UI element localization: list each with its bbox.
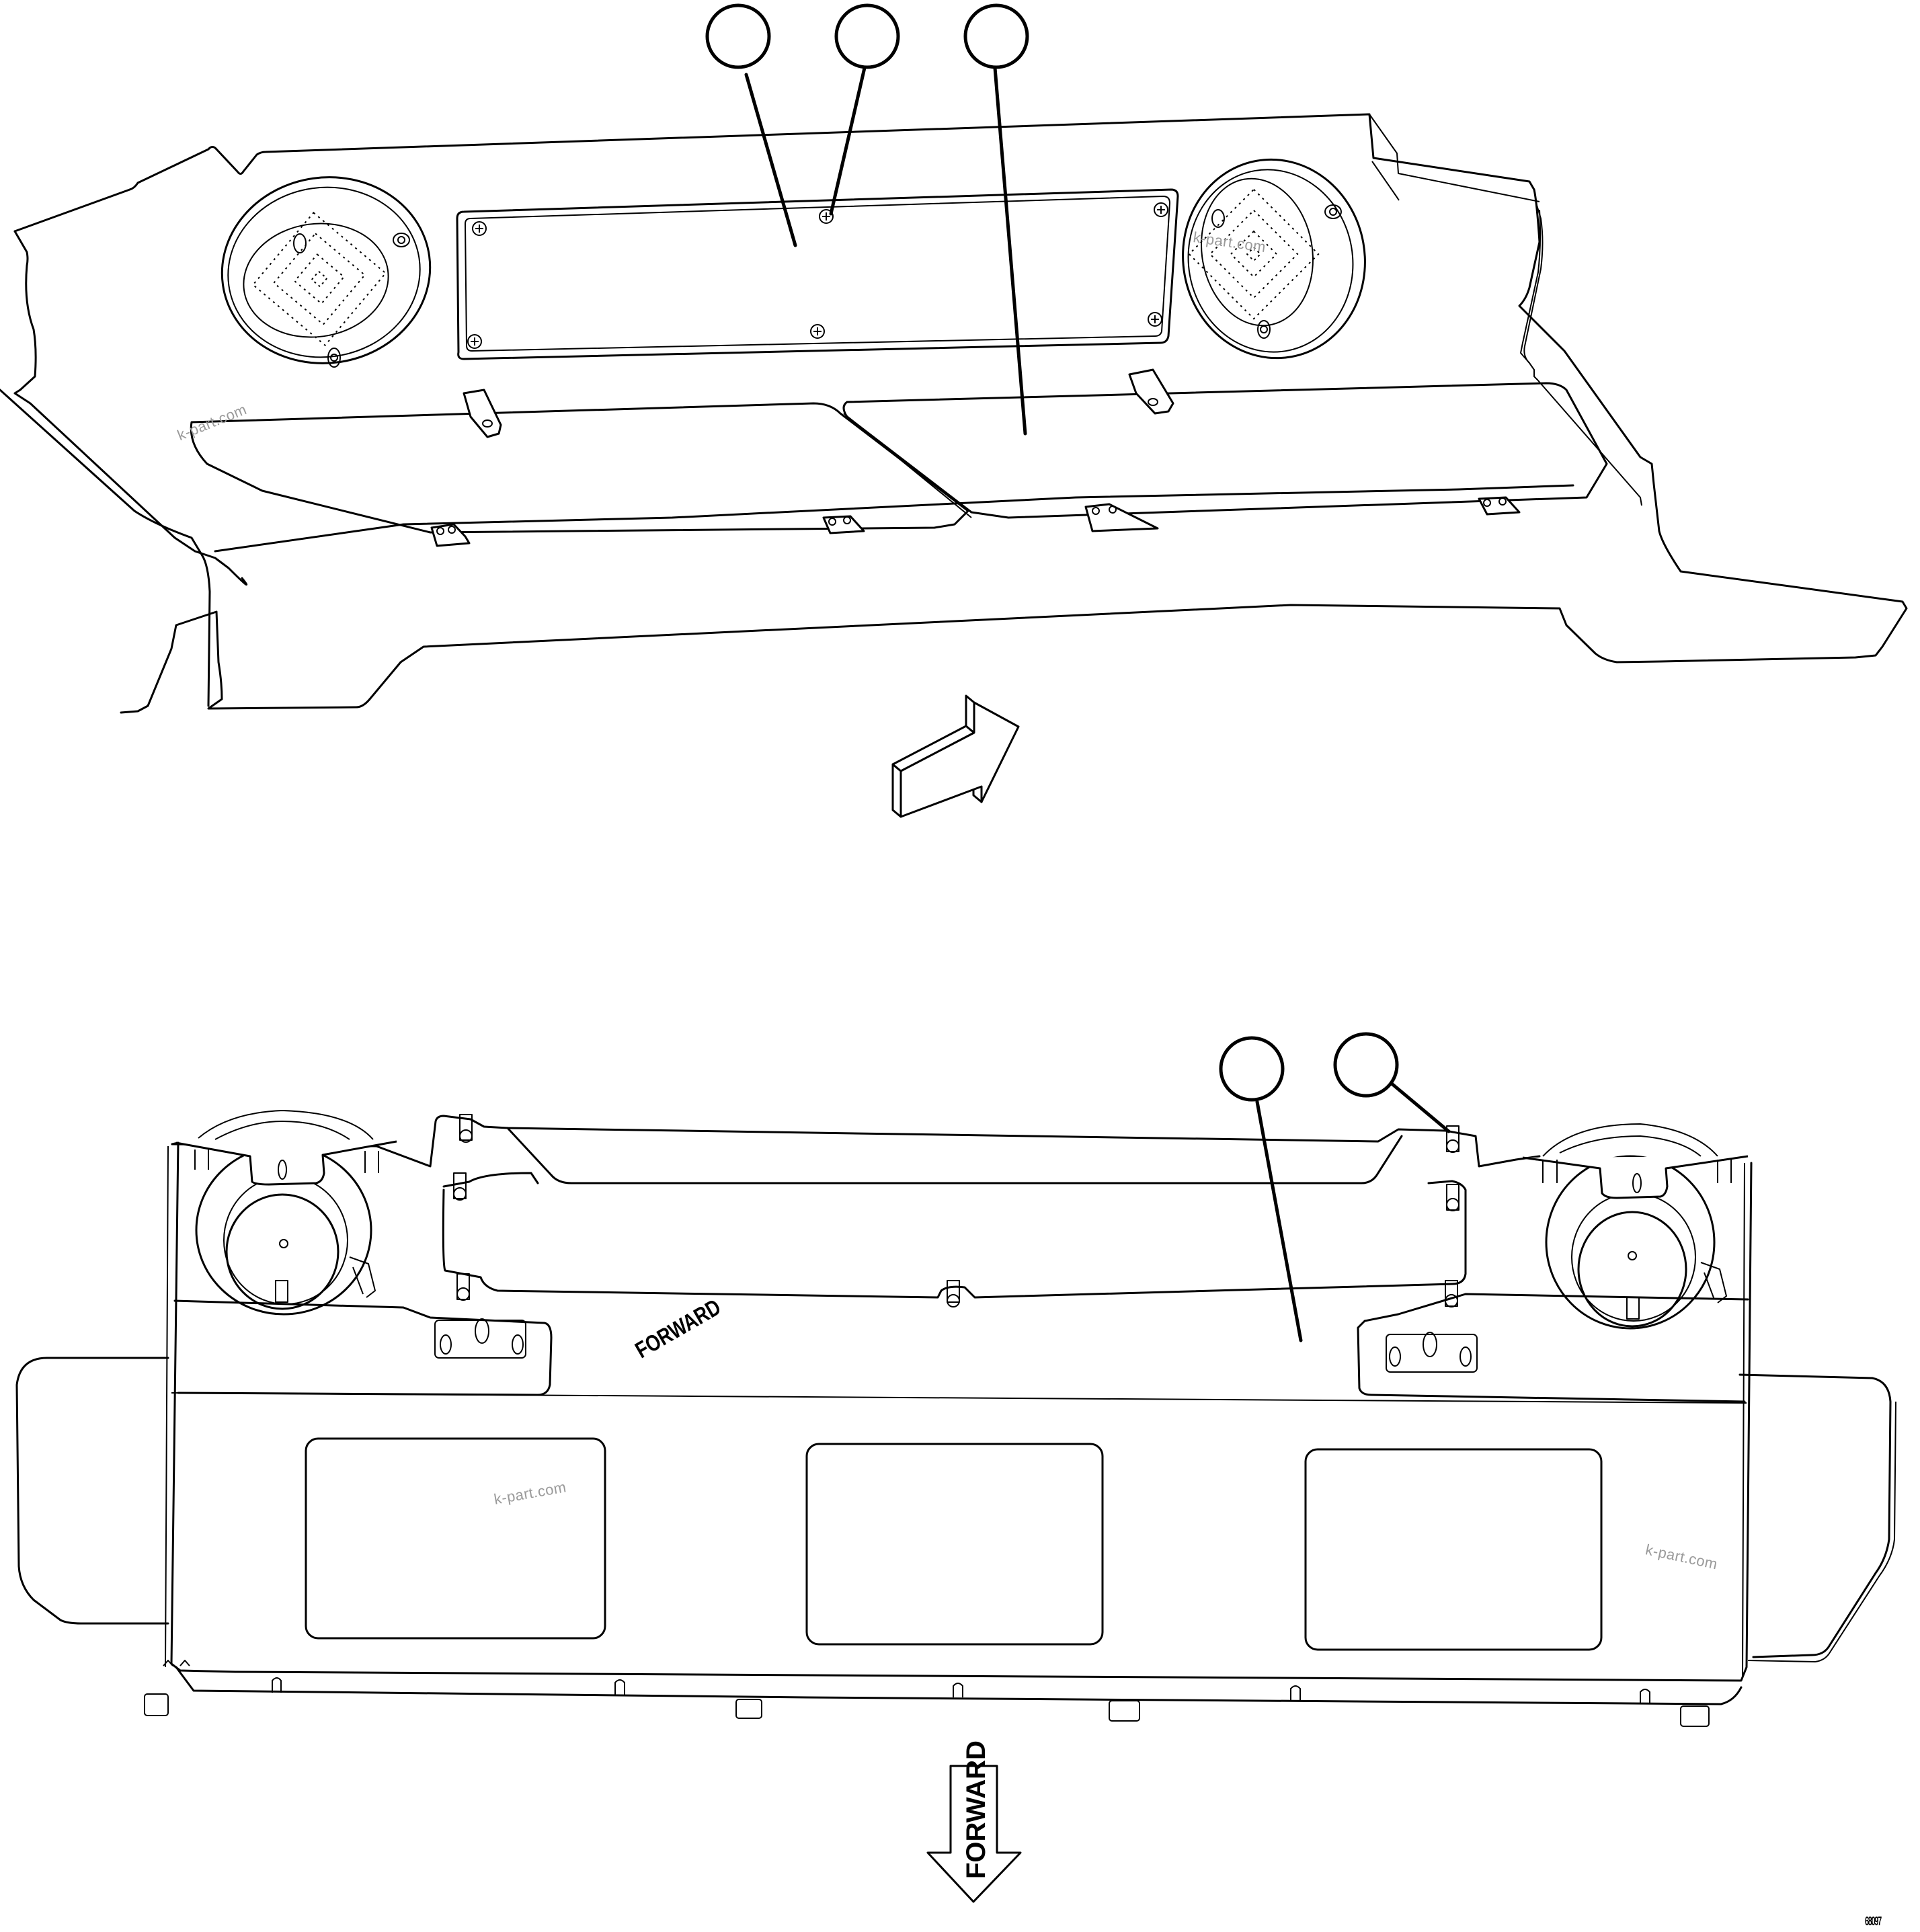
forward-label-top: FORWARD	[631, 1294, 725, 1363]
speaker-clip-icon	[1211, 204, 1342, 339]
channel-lower	[442, 1172, 1467, 1299]
top-view: FORWARD	[0, 3, 1908, 1363]
bottom-lip	[175, 1666, 1743, 1705]
forward-arrow-bottom: FORWARD	[926, 1740, 1022, 1903]
right-speaker	[1522, 1123, 1749, 1330]
liner-lower-sweep	[0, 389, 211, 707]
speaker-clip-icon	[293, 233, 410, 368]
left-speaker-grille	[221, 176, 432, 368]
forward-arrow-top: FORWARD	[631, 694, 1020, 1363]
liner-left-edge	[13, 230, 248, 586]
left-speaker	[175, 1110, 397, 1316]
nut-plate-left	[434, 1318, 526, 1359]
access-cover-plate	[456, 188, 1179, 360]
callout-5[interactable]	[1333, 1032, 1451, 1133]
nut-plate-right	[1386, 1332, 1478, 1373]
opening-center	[805, 1443, 1104, 1646]
liner-outline	[13, 113, 1908, 714]
callout-3[interactable]	[963, 3, 1029, 436]
right-flange-inner	[1520, 209, 1542, 364]
tray-outline	[15, 1357, 169, 1625]
callout-2[interactable]	[829, 3, 900, 216]
grille-dot-pattern-left	[251, 211, 387, 347]
right-trim-panel	[842, 382, 1608, 519]
mounting-nut-icon	[453, 1114, 1459, 1307]
mounting-tab-icon	[430, 368, 1521, 547]
right-speaker-grille	[1182, 158, 1366, 360]
screw-icon	[467, 202, 1168, 349]
right-flange	[1369, 114, 1642, 506]
opening-left	[305, 1437, 606, 1640]
panel-top-edge	[171, 1115, 1541, 1168]
callout-4[interactable]	[1219, 1036, 1303, 1342]
figure-number: 68097	[1865, 1915, 1882, 1928]
bottom-notch-icon	[163, 1660, 1650, 1704]
opening-right	[1304, 1448, 1603, 1651]
panel-body	[170, 1141, 1753, 1682]
liner-mid-line	[214, 484, 1574, 553]
inner-ledge	[173, 1299, 553, 1396]
callout-1[interactable]	[705, 3, 797, 247]
bottom-view: FORWARD	[15, 1032, 1896, 1903]
foot-pad-icon	[144, 1693, 1710, 1727]
left-trim-panel	[190, 402, 969, 534]
forward-label-bottom: FORWARD	[961, 1740, 991, 1879]
tray-right	[1738, 1373, 1892, 1658]
channel-upper	[506, 1127, 1403, 1184]
